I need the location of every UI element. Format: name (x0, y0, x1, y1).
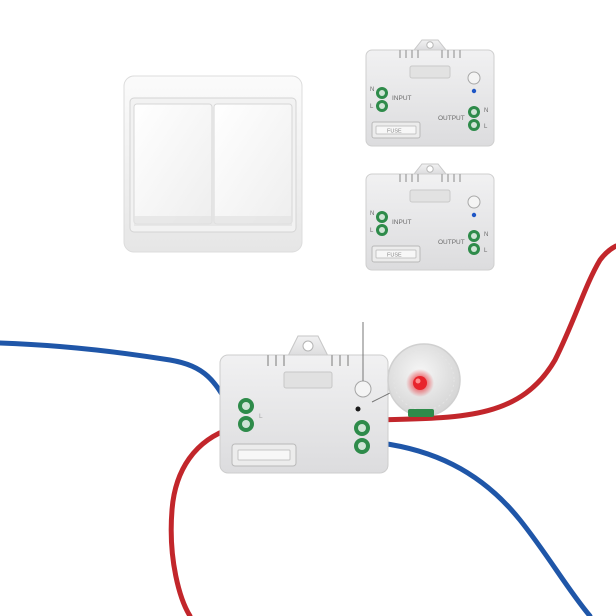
output-letter-l: L (484, 248, 488, 254)
output-label: OUTPUT (438, 239, 465, 246)
output-terminals (468, 106, 480, 131)
switch-key-right (213, 103, 293, 225)
input-terminals (376, 87, 388, 112)
pairing-button (467, 195, 481, 209)
led-zoom-callout (387, 343, 461, 417)
red-wire-left (168, 425, 235, 616)
main-input-letter-l: L (259, 413, 263, 420)
switch-key-left (133, 103, 213, 225)
main-pairing-button (354, 380, 372, 398)
fuse-label: FUSE (387, 253, 402, 259)
receiver-module-1: N L INPUT N L OUTPUT FUSE (365, 39, 495, 147)
pairing-button (467, 71, 481, 85)
main-receiver-module: L (219, 322, 393, 474)
input-letter-n: N (370, 211, 374, 217)
input-letter-l: L (370, 228, 374, 234)
output-letter-l: L (484, 124, 488, 130)
input-label: INPUT (392, 95, 412, 102)
blue-wire-left (0, 340, 235, 415)
receiver-module-2: N L INPUT N L OUTPUT FUSE (365, 163, 495, 271)
status-led-blue (471, 88, 477, 94)
status-led-blue (471, 212, 477, 218)
output-terminals (468, 230, 480, 255)
fuse-label: FUSE (387, 129, 402, 135)
main-output-terminals (354, 420, 370, 454)
output-letter-n: N (484, 108, 488, 114)
main-input-terminals (238, 398, 254, 432)
wires (0, 243, 616, 616)
input-label: INPUT (392, 219, 412, 226)
input-terminals (376, 211, 388, 236)
input-letter-l: L (370, 104, 374, 110)
main-status-led (355, 406, 361, 412)
output-letter-n: N (484, 232, 488, 238)
red-led-indicator (413, 376, 427, 390)
output-label: OUTPUT (438, 115, 465, 122)
red-wire-right (369, 243, 616, 423)
wall-switch (123, 75, 303, 253)
blue-wire-right (369, 439, 593, 616)
input-letter-n: N (370, 87, 374, 93)
